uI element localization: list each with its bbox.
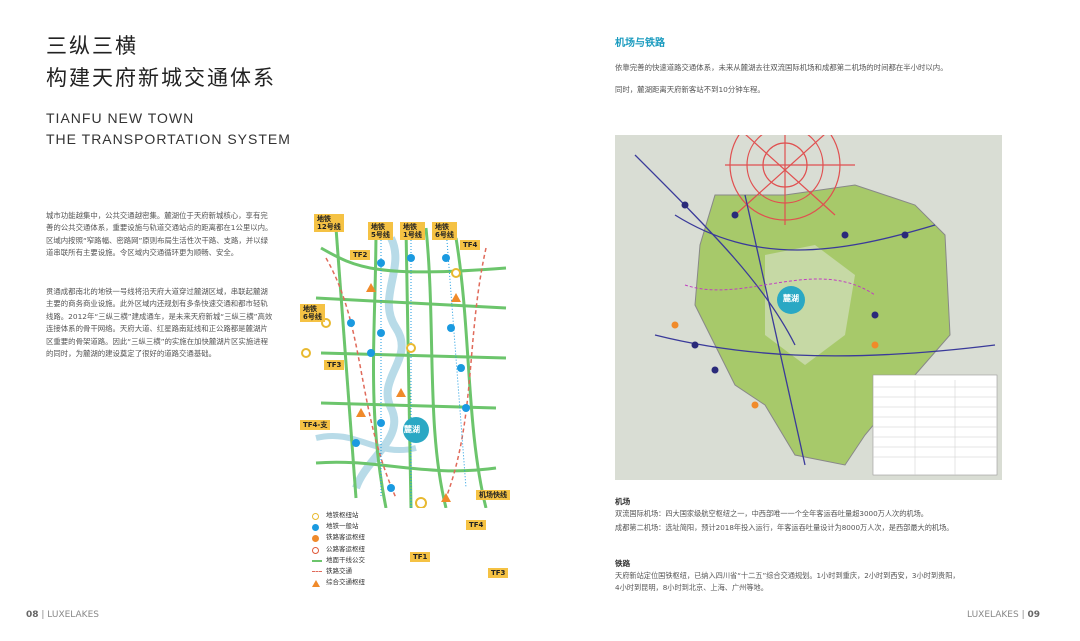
label-tf3-left: TF3 [324, 360, 345, 370]
brand-right: LUXELAKES [967, 610, 1019, 620]
label-luhu-region: 麓湖 [783, 294, 799, 303]
label-metro-6-left: 地铁 6号线 [300, 304, 325, 322]
airport-line-2: 成都第二机场：选址简阳，预计2018年投入运行，年客运吞吐量设计为8000万人次… [615, 523, 954, 532]
label-tf1: TF1 [410, 552, 431, 562]
right-paragraph-1: 依靠完善的快速道路交通体系，未来从麓湖去往双流国际机场和成都第二机场的时间都在半… [615, 63, 948, 72]
legend-metro-station: 地铁一般站 [312, 521, 365, 532]
region-map-drawing [615, 109, 1002, 480]
right-paragraph-2: 同时，麓湖距离天府新客站不到10分钟车程。 [615, 85, 765, 94]
title-en-line-1: TIANFU NEW TOWN [46, 110, 195, 126]
transit-map: 地铁 12号线 地铁 5号线 地铁 1号线 地铁 6号线 TF2 TF4 地铁 … [296, 208, 518, 598]
legend-bus-hub: 公路客运枢纽 [312, 544, 365, 555]
label-luhu: 麓湖 [404, 425, 420, 434]
title-line-2: 构建天府新城交通体系 [46, 66, 276, 90]
rail-line-1: 天府新站定位国铁枢纽，已纳入四川省“十二五”综合交通规划。1小时到重庆，2小时到… [615, 571, 960, 580]
region-map: 麓湖 [615, 109, 1002, 480]
transit-map-drawing [301, 227, 507, 509]
rail-title: 铁路 [615, 559, 631, 568]
page-title-cn: 三纵三横 构建天府新城交通体系 [46, 30, 276, 94]
airport-title: 机场 [615, 497, 631, 506]
legend-rail: 铁路交通 [312, 566, 365, 577]
legend-metro-hub: 地铁枢纽站 [312, 510, 365, 521]
title-en-line-2: THE TRANSPORTATION SYSTEM [46, 131, 291, 147]
footer-right: LUXELAKES | 09 [967, 610, 1040, 620]
label-tf4-bottom: TF4 [466, 520, 487, 530]
page-number-right: 09 [1027, 610, 1040, 620]
map-legend: 地铁枢纽站 地铁一般站 铁路客运枢纽 公路客运枢纽 地面干线公交 铁路交通 综合… [312, 510, 365, 588]
label-tf4-branch: TF4-支 [300, 420, 331, 430]
label-tf4-top: TF4 [460, 240, 481, 250]
page-title-en: TIANFU NEW TOWN THE TRANSPORTATION SYSTE… [46, 108, 291, 150]
page-number-left: 08 [26, 610, 39, 620]
luhu-marker [403, 417, 429, 443]
airport-line-1: 双流国际机场：四大国家级航空枢纽之一，中西部唯一一个全年客运吞吐量超3000万人… [615, 509, 928, 518]
label-metro-5: 地铁 5号线 [368, 222, 393, 240]
label-metro-12: 地铁 12号线 [314, 214, 344, 232]
section-heading: 机场与铁路 [615, 38, 665, 49]
label-tf2: TF2 [350, 250, 371, 260]
rail-line-2: 4小时到昆明，8小时到北京、上海、广州等地。 [615, 583, 768, 592]
label-tf3-bottom: TF3 [488, 568, 509, 578]
footer-left: 08 | LUXELAKES [26, 610, 99, 620]
label-airport-express: 机场快线 [476, 490, 510, 500]
label-metro-1: 地铁 1号线 [400, 222, 425, 240]
brand-left: LUXELAKES [47, 610, 99, 620]
legend-trunk-bus: 地面干线公交 [312, 555, 365, 566]
intro-paragraph-1: 城市功能越集中，公共交通越密集。麓湖位于天府新城核心，享有完善的公共交通体系，重… [46, 211, 273, 258]
luhu-region-marker [777, 286, 805, 314]
intro-paragraph-2: 贯通成都南北的地铁一号线将沿天府大道穿过麓湖区域，串联起麓湖主要的商务商业设施。… [46, 287, 273, 359]
legend-transport-hub: 综合交通枢纽 [312, 577, 365, 588]
title-line-1: 三纵三横 [46, 34, 138, 58]
label-metro-6-top: 地铁 6号线 [432, 222, 457, 240]
legend-rail-hub: 铁路客运枢纽 [312, 532, 365, 543]
